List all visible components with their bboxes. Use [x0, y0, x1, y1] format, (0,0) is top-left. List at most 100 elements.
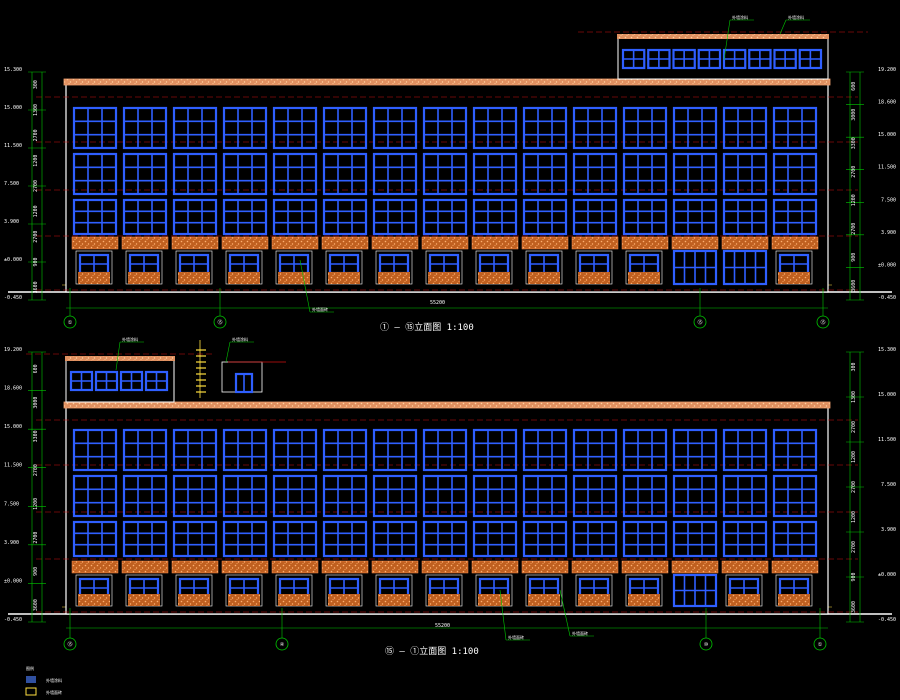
grid-bubble-label: ④ — [280, 642, 285, 648]
upper-window-frame — [772, 474, 818, 518]
right-level-label: 15.300 — [878, 347, 896, 353]
upper-window — [322, 106, 368, 150]
upper-window-frame — [122, 152, 168, 196]
legend-title: 图例 — [26, 665, 34, 671]
upper-window — [522, 520, 568, 558]
upper-window-frame — [272, 106, 318, 150]
ground-plinth — [228, 272, 260, 284]
upper-window-frame — [322, 152, 368, 196]
upper-window-frame — [322, 106, 368, 150]
grid-bubble — [699, 637, 713, 651]
upper-window-frame — [522, 474, 568, 518]
elevation-1-overall-dim: 55200 — [430, 300, 445, 306]
left-level-label: 18.600 — [4, 386, 22, 392]
stone-spandrel — [721, 560, 769, 574]
upper-window-frame — [172, 520, 218, 558]
right-level-label: 7.500 — [881, 197, 896, 203]
upper-window — [372, 152, 418, 196]
stone-spandrel — [271, 236, 319, 250]
stone-spandrel — [221, 560, 269, 574]
stone-spandrel — [371, 560, 419, 574]
grid-bubble — [63, 315, 77, 329]
material-note: 外墙面砖 — [312, 306, 328, 312]
upper-window — [572, 152, 618, 196]
stone-spandrel — [421, 560, 469, 574]
upper-window-frame — [422, 152, 468, 196]
upper-window-frame — [72, 152, 118, 196]
left-dim-label: 1200 — [33, 155, 39, 167]
upper-window — [222, 152, 268, 196]
left-level-label: ±0.000 — [4, 257, 22, 263]
upper-window-frame — [772, 520, 818, 558]
upper-window — [722, 474, 768, 518]
upper-window-frame — [772, 428, 818, 472]
left-dim-label: 3300 — [33, 430, 39, 442]
upper-window-frame — [172, 106, 218, 150]
grid-bubble — [816, 315, 830, 329]
upper-window-frame — [672, 198, 718, 236]
stone-spandrel — [471, 236, 519, 250]
left-dim-label: 1200 — [33, 498, 39, 510]
upper-window — [522, 198, 568, 236]
right-level-label: -0.450 — [878, 617, 896, 623]
upper-window — [372, 474, 418, 518]
upper-window-frame — [622, 106, 668, 150]
parapet-band — [63, 401, 831, 409]
grid-bubble — [63, 637, 77, 651]
penthouse-window — [69, 370, 94, 392]
right-dim-label: 1200 — [851, 511, 857, 523]
left-dim-label: 2700 — [33, 231, 39, 243]
upper-window — [772, 198, 818, 236]
left-dim-label: 2700 — [33, 464, 39, 476]
upper-window-frame — [222, 198, 268, 236]
stair-house — [221, 361, 263, 393]
parapet-band — [63, 78, 831, 86]
ground-plinth — [378, 272, 410, 284]
upper-window-frame — [272, 428, 318, 472]
upper-window — [172, 428, 218, 472]
stone-spandrel — [321, 236, 369, 250]
upper-window — [772, 106, 818, 150]
upper-window — [672, 198, 718, 236]
upper-window-frame — [372, 106, 418, 150]
upper-window-frame — [622, 520, 668, 558]
upper-window-frame — [122, 198, 168, 236]
right-dim-label: 3000 — [851, 109, 857, 121]
upper-window — [122, 520, 168, 558]
stone-spandrel — [71, 236, 119, 250]
right-level-label: 3.900 — [881, 230, 896, 236]
upper-window — [172, 474, 218, 518]
upper-window-frame — [322, 474, 368, 518]
upper-window — [572, 474, 618, 518]
left-dim-label: 300 — [33, 80, 39, 89]
stone-spandrel — [621, 236, 669, 250]
upper-window-frame — [472, 474, 518, 518]
upper-window — [322, 152, 368, 196]
stone-spandrel — [271, 560, 319, 574]
upper-window-frame — [572, 520, 618, 558]
entrance-door — [672, 249, 718, 286]
upper-window-frame — [522, 152, 568, 196]
upper-window — [472, 106, 518, 150]
penthouse-window — [672, 48, 696, 70]
upper-window — [172, 152, 218, 196]
upper-window-frame — [472, 198, 518, 236]
upper-window — [722, 428, 768, 472]
right-level-label: 3.900 — [881, 527, 896, 533]
upper-window-frame — [122, 474, 168, 518]
upper-window — [622, 474, 668, 518]
right-dim-label: 300 — [851, 362, 857, 371]
ground-plinth — [328, 272, 360, 284]
upper-window — [622, 152, 668, 196]
upper-window — [422, 520, 468, 558]
penthouse-window — [119, 370, 144, 392]
upper-window-frame — [472, 520, 518, 558]
penthouse-window — [748, 48, 772, 70]
stone-spandrel — [771, 236, 819, 250]
left-level-label: 15.000 — [4, 105, 22, 111]
right-dim-label: 3600 — [851, 601, 857, 613]
ground-plinth — [528, 594, 560, 606]
material-note: 外墙涂料 — [122, 336, 138, 342]
ground-plinth — [328, 594, 360, 606]
upper-window-frame — [272, 152, 318, 196]
